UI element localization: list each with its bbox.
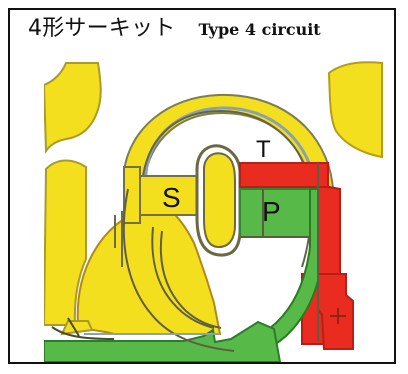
pump-and-turbine-section: P T: [198, 136, 354, 362]
yellow-left-column: [44, 159, 87, 326]
inner-curve-a: [122, 188, 235, 352]
fine-internal-lines: [84, 163, 346, 352]
pump-label: P: [262, 196, 281, 227]
green-bottom-band: [44, 320, 282, 362]
inner-curve-c: [159, 230, 222, 329]
stator-left-cap: [123, 166, 141, 224]
inner-curve-b: [151, 226, 215, 329]
stator-ring-right: [203, 152, 236, 249]
torque-converter-circuit-diagram: S P T: [44, 61, 383, 362]
pump-green-block: [239, 188, 311, 238]
red-green-divider: [240, 189, 310, 238]
diagram-frame: 4形サーキット Type 4 circuit S P T: [8, 8, 396, 364]
stator-label: S: [162, 182, 181, 213]
red-lower-right-shell: [317, 273, 354, 350]
page-title: 4形サーキット Type 4 circuit: [28, 18, 321, 40]
outer-yellow-housing: [44, 62, 102, 155]
stator-section: S: [123, 144, 242, 257]
english-title: Type 4 circuit: [198, 20, 321, 39]
small-yellow-lower-left-piece: [60, 320, 94, 336]
lower-green-base: [44, 317, 282, 362]
yellow-left-vertical-lines: [114, 211, 123, 267]
japanese-title: 4形サーキット: [28, 16, 176, 41]
small-red-crosshair: [330, 308, 346, 324]
turbine-label: T: [256, 136, 271, 163]
turbine-upper-red-block: [239, 162, 329, 188]
lower-left-dark-lines: [51, 317, 115, 340]
right-yellow-housing: [327, 61, 383, 159]
